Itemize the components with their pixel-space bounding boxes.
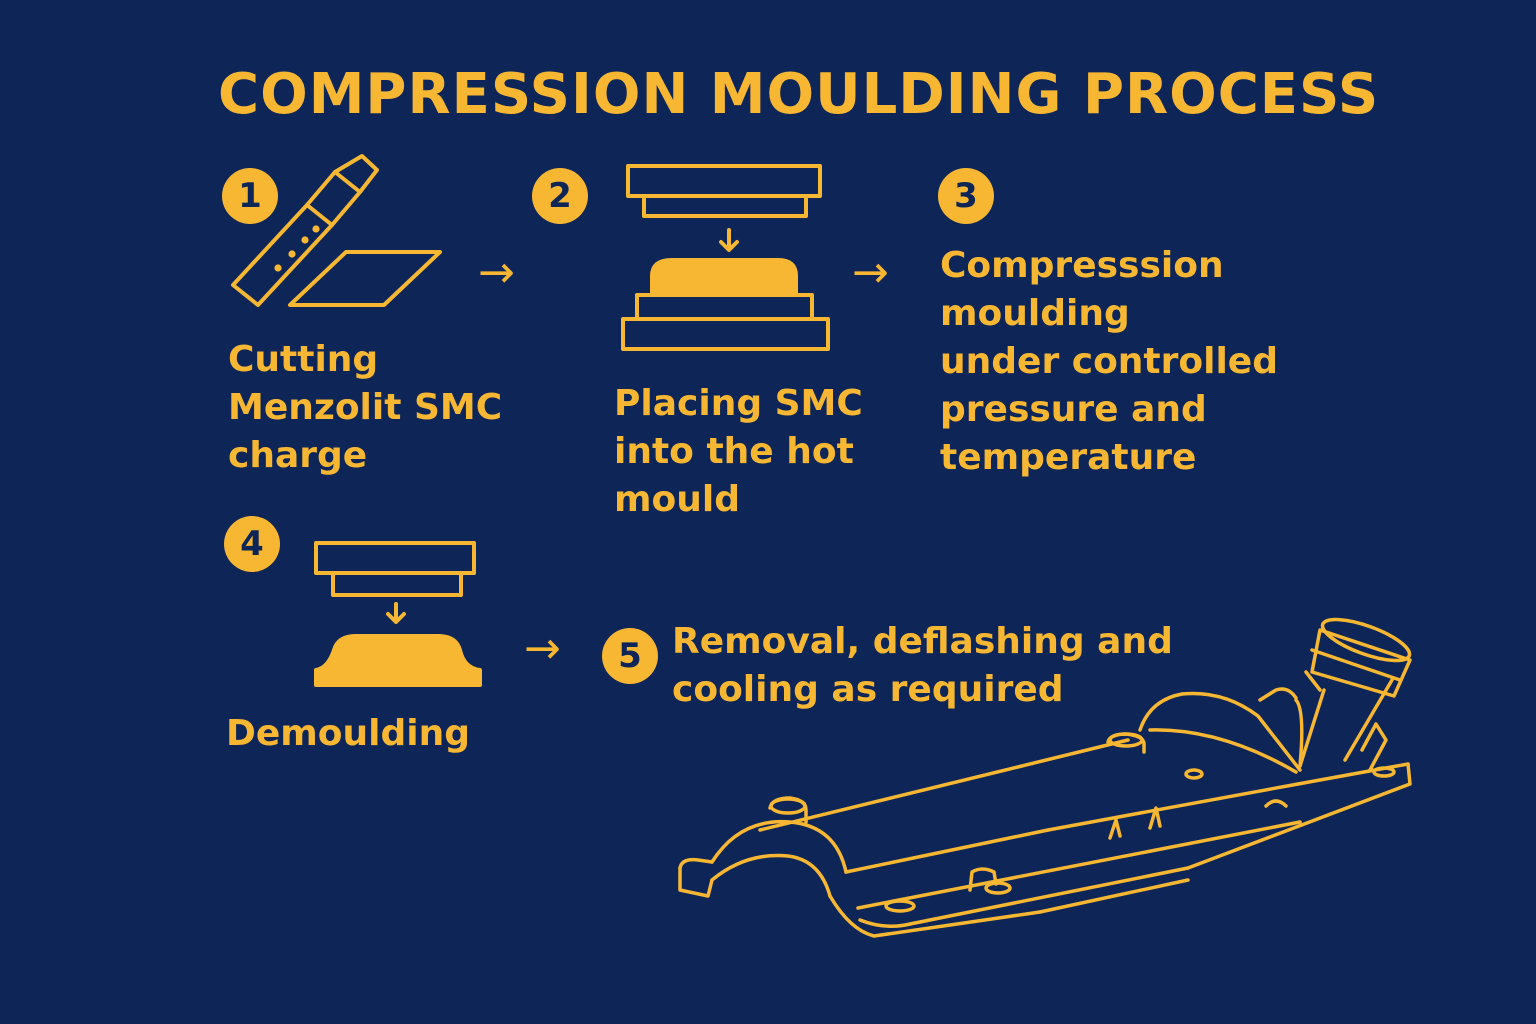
step-1-label-line: charge [228,435,368,476]
step-2-label-line: Placing SMC [614,383,863,424]
press-mould-icon [621,164,830,351]
page-title: COMPRESSION MOULDING PROCESS [218,62,1380,127]
moulded-part-icon [678,617,1412,938]
flow-arrow: → [478,247,515,298]
step-number-badge: 2 [532,168,588,224]
step-5-label-line: cooling as required [672,669,1064,710]
step-5-label: Removal, deflashing and cooling as requi… [672,618,1173,714]
knife-cutting-sheet-icon [231,154,442,307]
step-3-label-line: under controlled [940,341,1278,382]
step-number-badge: 5 [602,628,658,684]
step-1-label: Cutting Menzolit SMC charge [228,336,502,480]
step-4-label: Demoulding [226,710,470,758]
step-number-badge: 3 [938,168,994,224]
step-2-label-line: into the hot [614,431,854,472]
flow-arrow: → [524,623,561,674]
step-1-label-line: Menzolit SMC [228,387,503,428]
step-3-label-line: Compresssion [940,245,1224,286]
step-4-label-line: Demoulding [226,713,471,754]
step-number-badge: 4 [224,516,280,572]
demould-press-icon [314,541,482,687]
step-2-label-line: mould [614,479,740,520]
step-number-badge: 1 [222,168,278,224]
step-2-label: Placing SMC into the hot mould [614,380,863,524]
step-3-label: Compresssion moulding under controlled p… [940,242,1278,482]
step-3-label-line: pressure and [940,389,1207,430]
flow-arrow: → [852,247,889,298]
step-3-label-line: moulding [940,293,1130,334]
step-1-label-line: Cutting [228,339,379,380]
step-3-label-line: temperature [940,437,1197,478]
step-5-label-line: Removal, deflashing and [672,621,1173,662]
